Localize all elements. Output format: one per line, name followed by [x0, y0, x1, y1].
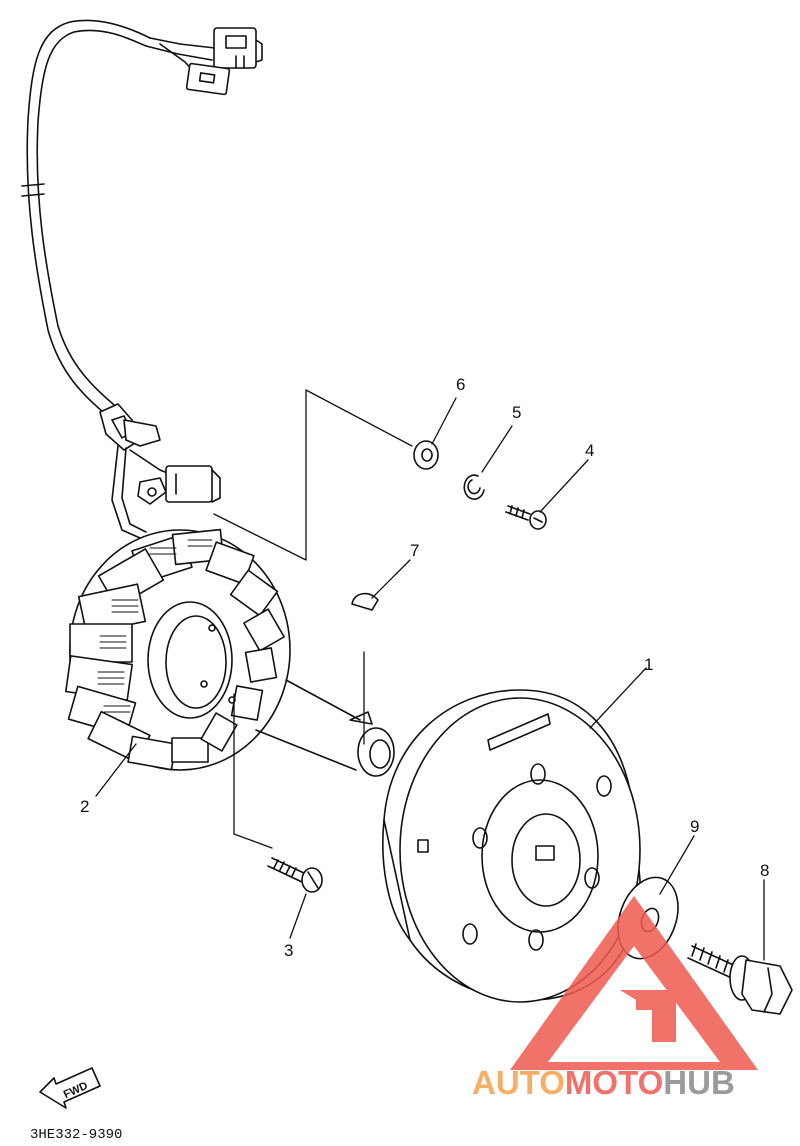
watermark-text: AUTOMOTOHUB: [472, 1064, 735, 1101]
callout-3: 3: [284, 941, 293, 960]
screw-4: [505, 505, 547, 530]
watermark-text-auto: AUTO: [472, 1064, 565, 1101]
rotor-flywheel: [382, 689, 641, 1003]
leader-lines: [95, 397, 765, 961]
lock-washer: [463, 474, 485, 500]
watermark-text-hub: HUB: [663, 1064, 735, 1101]
watermark-text-moto: MOTO: [565, 1064, 663, 1101]
callout-1: 1: [644, 655, 653, 674]
stator-assembly: [64, 528, 291, 771]
wire-harness: [21, 19, 263, 539]
rotor-bolt: [687, 943, 793, 1015]
callout-2: 2: [80, 797, 89, 816]
stator-screw: [267, 857, 323, 893]
callout-7: 7: [410, 541, 419, 560]
callout-5: 5: [512, 403, 521, 422]
fwd-arrow-icon: [39, 1067, 101, 1109]
part-code: 3HE332-9390: [30, 1127, 122, 1143]
callout-6: 6: [456, 375, 465, 394]
callout-labels: 1 2 3 4 5 6 7 8 9: [80, 375, 769, 960]
callout-9: 9: [690, 817, 699, 836]
crankshaft-end: [255, 679, 395, 777]
assembly-guide-lines: [213, 389, 413, 849]
callout-4: 4: [585, 441, 594, 460]
watermark-triangle-icon: [510, 896, 758, 1070]
watermark-inner-icon: [620, 990, 676, 1042]
watermark-logo: AUTOMOTOHUB: [472, 896, 758, 1101]
callout-8: 8: [760, 861, 769, 880]
plain-washer: [413, 440, 439, 470]
